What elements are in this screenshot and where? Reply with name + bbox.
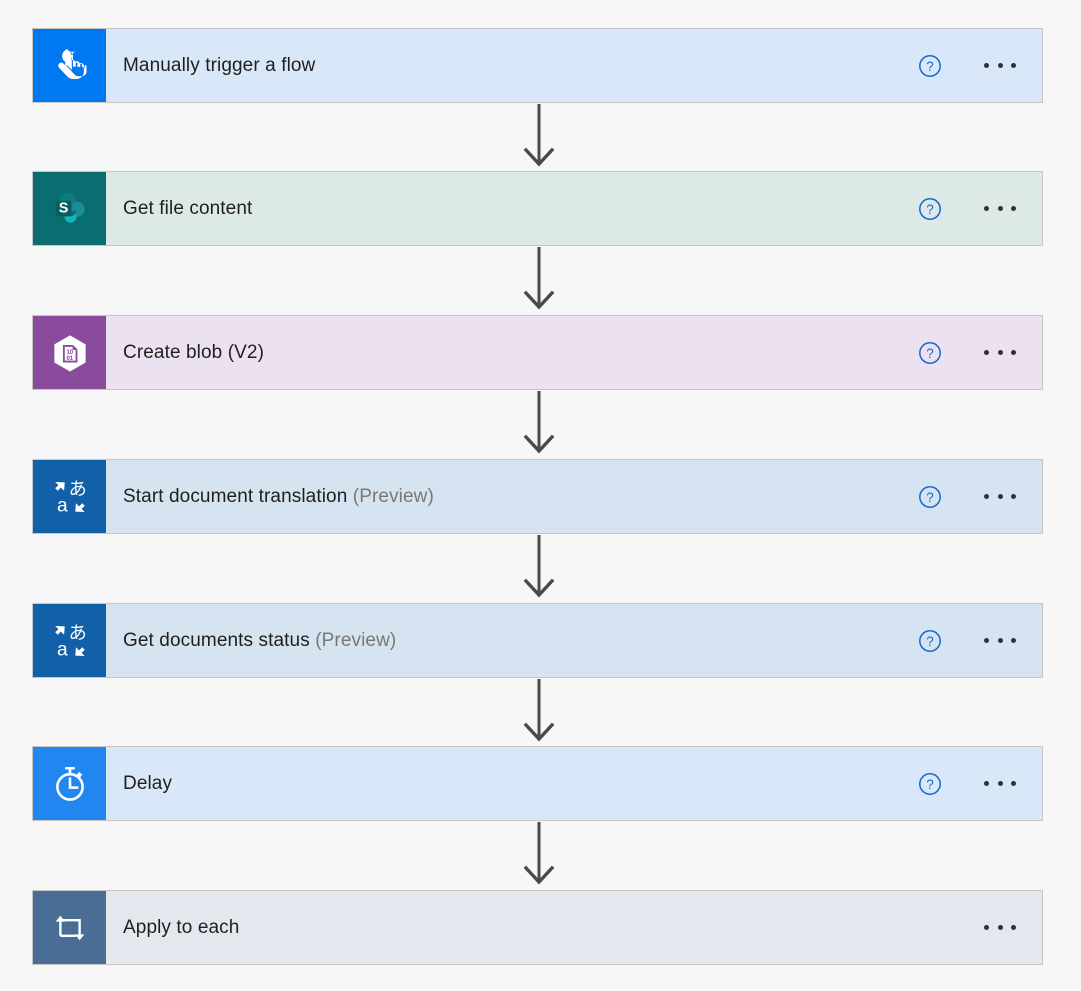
flow-step-body: Start document translation (Preview) ? xyxy=(106,460,1042,533)
more-options-dot xyxy=(984,781,989,786)
flow-step-card[interactable]: S Get file content ? xyxy=(32,171,1043,246)
loop-repeat-icon xyxy=(33,891,106,964)
svg-text:?: ? xyxy=(926,490,934,505)
flow-connector-arrow xyxy=(516,247,562,313)
svg-text:a: a xyxy=(57,495,68,516)
more-options-dot xyxy=(997,638,1003,643)
flow-step-preview-tag: (Preview) xyxy=(352,485,434,507)
flow-step-card[interactable]: 10 01 Create blob (V2) ? xyxy=(32,315,1043,390)
flow-step-title: Get documents status (Preview) xyxy=(123,630,396,652)
flow-step-title: Manually trigger a flow xyxy=(123,55,315,77)
more-options-dot xyxy=(984,638,989,643)
sharepoint-icon: S xyxy=(33,172,106,245)
svg-text:?: ? xyxy=(926,346,934,361)
flow-connector-arrow xyxy=(516,679,562,745)
help-circle-icon[interactable]: ? xyxy=(918,341,942,365)
svg-text:あ: あ xyxy=(68,623,86,644)
svg-text:あ: あ xyxy=(68,479,86,500)
more-options-icon[interactable] xyxy=(978,629,1022,653)
flow-step-body: Create blob (V2) ? xyxy=(106,316,1042,389)
more-options-dot xyxy=(1011,494,1016,499)
svg-text:?: ? xyxy=(926,777,934,792)
flow-step-card[interactable]: Manually trigger a flow ? xyxy=(32,28,1043,103)
more-options-icon[interactable] xyxy=(978,916,1022,940)
more-options-dot xyxy=(997,350,1003,355)
flow-step-title-text: Delay xyxy=(123,772,173,794)
flow-step-title-text: Get file content xyxy=(123,197,253,219)
svg-text:?: ? xyxy=(926,202,934,217)
svg-text:S: S xyxy=(58,200,68,216)
more-options-dot xyxy=(1011,781,1016,786)
flow-step-body: Apply to each xyxy=(106,891,1042,964)
flow-step-preview-tag: (Preview) xyxy=(315,629,397,651)
flow-connector-arrow xyxy=(516,104,562,170)
flow-step-title-text: Manually trigger a flow xyxy=(123,54,316,76)
more-options-icon[interactable] xyxy=(978,54,1022,78)
flow-step-title: Apply to each xyxy=(123,917,239,939)
flow-step-card[interactable]: Apply to each xyxy=(32,890,1043,965)
flow-step-card[interactable]: あ a Get documents status (Preview) ? xyxy=(32,603,1043,678)
svg-text:?: ? xyxy=(926,59,934,74)
more-options-dot xyxy=(984,494,989,499)
more-options-dot xyxy=(1011,63,1016,68)
flow-step-title-text: Apply to each xyxy=(123,916,240,938)
svg-text:?: ? xyxy=(926,634,934,649)
flow-step-title: Create blob (V2) xyxy=(123,342,264,364)
flow-step-card[interactable]: あ a Start document translation (Preview)… xyxy=(32,459,1043,534)
more-options-dot xyxy=(1011,206,1016,211)
flow-step-card[interactable]: Delay ? xyxy=(32,746,1043,821)
more-options-dot xyxy=(984,206,989,211)
more-options-dot xyxy=(984,925,989,930)
flow-step-body: Manually trigger a flow ? xyxy=(106,29,1042,102)
svg-text:10: 10 xyxy=(66,350,73,356)
flow-step-title-text: Start document translation xyxy=(123,485,348,507)
help-circle-icon[interactable]: ? xyxy=(918,485,942,509)
translator-icon: あ a xyxy=(33,460,106,533)
help-circle-icon[interactable]: ? xyxy=(918,629,942,653)
flow-connector-arrow xyxy=(516,535,562,601)
help-circle-icon[interactable]: ? xyxy=(918,54,942,78)
more-options-dot xyxy=(984,63,989,68)
translator-icon: あ a xyxy=(33,604,106,677)
more-options-icon[interactable] xyxy=(978,772,1022,796)
more-options-dot xyxy=(1011,350,1016,355)
more-options-dot xyxy=(997,206,1003,211)
more-options-dot xyxy=(997,494,1003,499)
more-options-icon[interactable] xyxy=(978,341,1022,365)
more-options-icon[interactable] xyxy=(978,197,1022,221)
flow-step-title: Start document translation (Preview) xyxy=(123,486,434,508)
flow-step-title: Get file content xyxy=(123,198,252,220)
more-options-dot xyxy=(997,63,1003,68)
svg-text:01: 01 xyxy=(66,356,73,362)
more-options-dot xyxy=(1011,638,1016,643)
manual-trigger-icon xyxy=(33,29,106,102)
flow-step-title: Delay xyxy=(123,773,172,795)
flow-step-body: Delay ? xyxy=(106,747,1042,820)
more-options-dot xyxy=(1011,925,1016,930)
flow-step-body: Get documents status (Preview) ? xyxy=(106,604,1042,677)
more-options-dot xyxy=(997,781,1003,786)
flow-step-title-text: Get documents status xyxy=(123,629,310,651)
azure-blob-storage-icon: 10 01 xyxy=(33,316,106,389)
more-options-dot xyxy=(984,350,989,355)
help-circle-icon[interactable]: ? xyxy=(918,197,942,221)
flow-connector-arrow xyxy=(516,822,562,888)
more-options-dot xyxy=(997,925,1003,930)
help-circle-icon[interactable]: ? xyxy=(918,772,942,796)
flow-step-title-text: Create blob (V2) xyxy=(123,341,265,363)
stopwatch-icon xyxy=(33,747,106,820)
more-options-icon[interactable] xyxy=(978,485,1022,509)
flow-connector-arrow xyxy=(516,391,562,457)
svg-text:a: a xyxy=(57,639,68,660)
flow-step-body: Get file content ? xyxy=(106,172,1042,245)
